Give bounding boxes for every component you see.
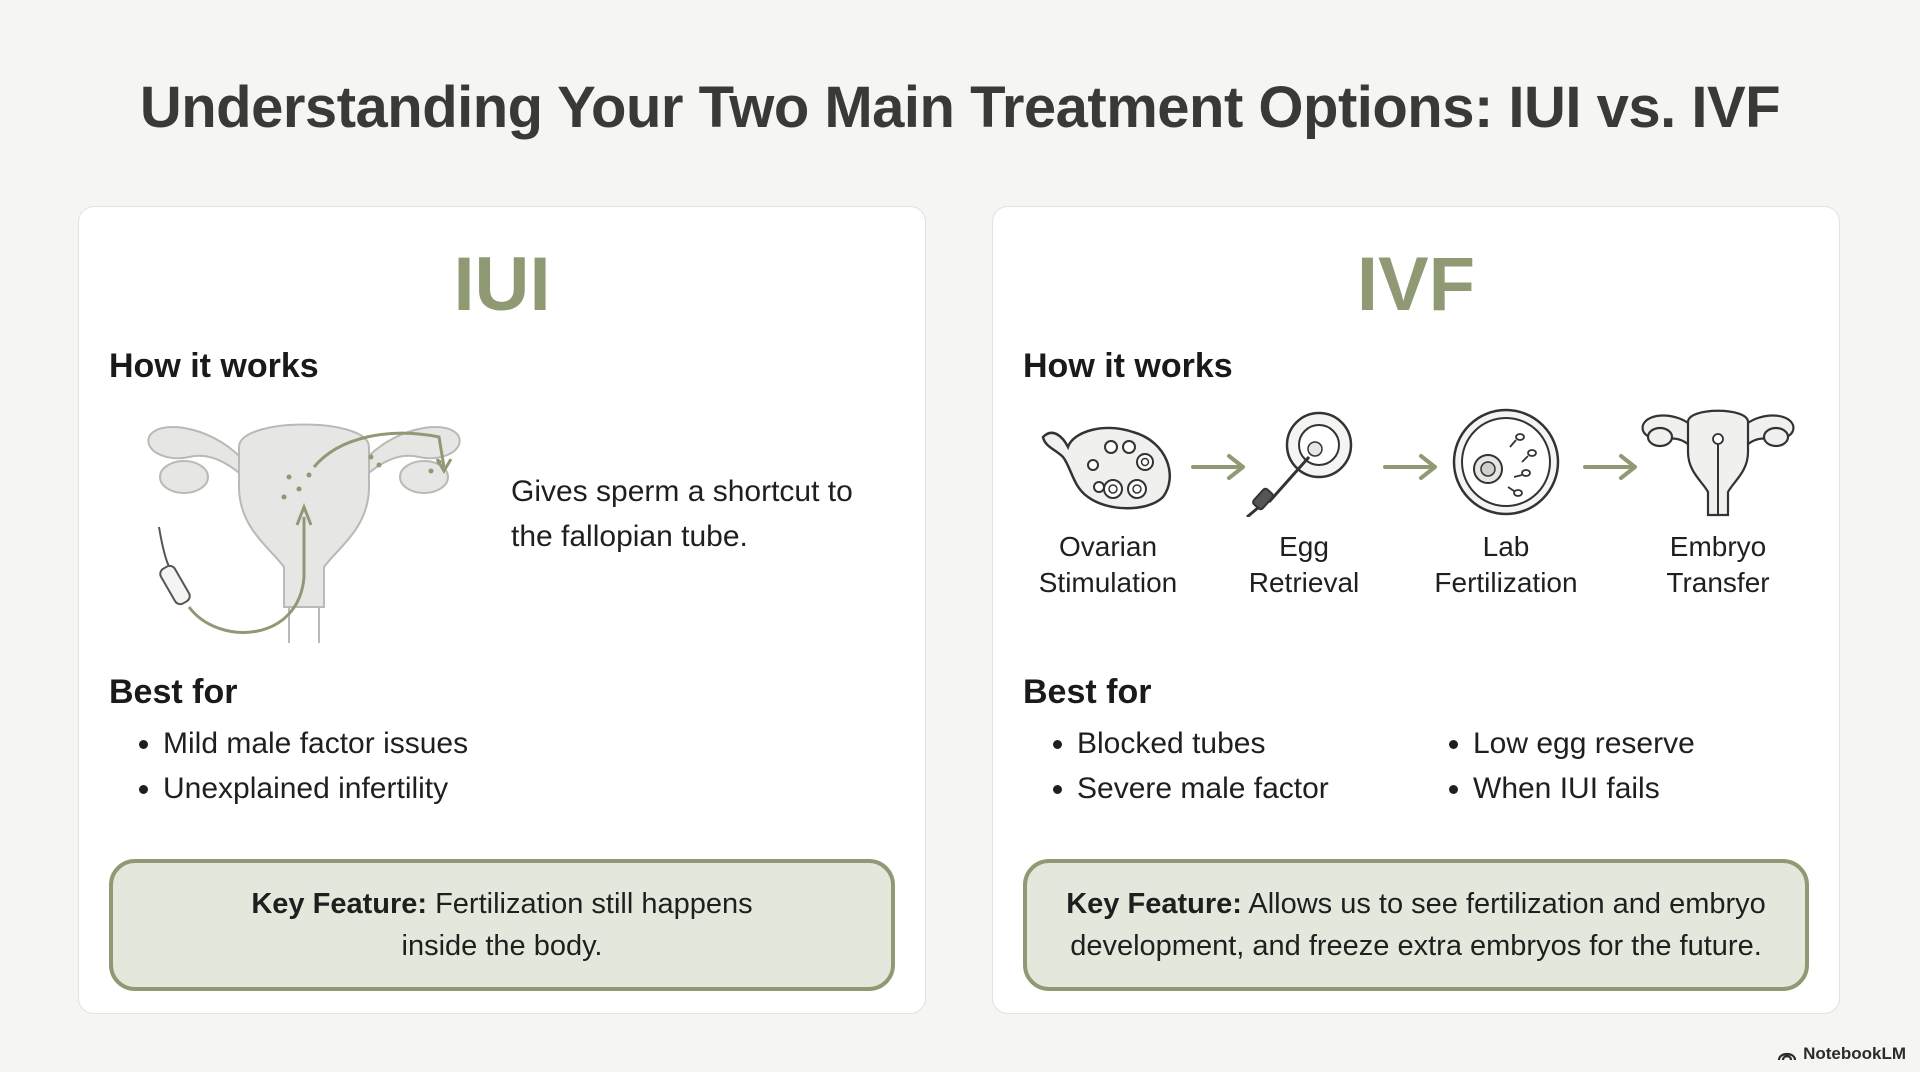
ivf-step-label-line2: Transfer: [1666, 567, 1770, 598]
brand-watermark: NotebookLM: [1777, 1044, 1906, 1064]
uterus-catheter-icon: [147, 423, 461, 643]
ivf-step-lab-fertilization: Lab Fertilization: [1421, 407, 1591, 601]
ivf-how-heading: How it works: [1023, 347, 1233, 385]
uterus-icon: [1641, 409, 1795, 517]
ivf-step-label-line2: Stimulation: [1038, 567, 1178, 598]
iui-card: IUI How it works Gives: [78, 206, 926, 1014]
ivf-key-feature-box: Key Feature: Allows us to see fertilizat…: [1023, 859, 1809, 991]
ovary-icon: [1041, 426, 1171, 510]
page-title: Understanding Your Two Main Treatment Op…: [139, 75, 1781, 140]
ivf-best-for-list-2: Low egg reserve When IUI fails: [1443, 721, 1695, 811]
notebooklm-logo-icon: [1777, 1052, 1797, 1061]
ivf-step-label-line1: Ovarian: [1058, 531, 1158, 562]
brand-name: NotebookLM: [1803, 1044, 1906, 1063]
list-item: Mild male factor issues: [133, 721, 468, 766]
ivf-title: IVF: [1356, 242, 1476, 327]
arrow-right-icon: [1383, 454, 1437, 480]
ivf-best-for-list-1: Blocked tubes Severe male factor: [1047, 721, 1329, 811]
list-item: Blocked tubes: [1047, 721, 1329, 766]
ivf-key-label: Key Feature:: [1066, 888, 1242, 920]
ivf-key-text: Allows us to see fertilization and embry…: [1070, 888, 1766, 962]
iui-key-feature-box: Key Feature: Fertilization still happens…: [109, 859, 895, 991]
petri-dish-icon: [1452, 408, 1560, 516]
iui-key-label: Key Feature:: [251, 888, 428, 920]
egg-retrieval-icon: [1246, 411, 1353, 517]
ivf-step-embryo-transfer: Embryo Transfer: [1633, 407, 1803, 601]
iui-title: IUI: [453, 242, 551, 327]
list-item: Unexplained infertility: [133, 766, 468, 811]
arrow-right-icon: [1583, 454, 1637, 480]
iui-how-heading: How it works: [109, 347, 319, 385]
iui-key-text: Fertilization still happens inside the b…: [401, 888, 753, 962]
ivf-step-label-line2: Retrieval: [1248, 567, 1360, 598]
list-item: When IUI fails: [1443, 766, 1695, 811]
ivf-card: IVF How it works Ovarian Stimulation: [992, 206, 1840, 1014]
ivf-step-label-line1: Embryo: [1669, 531, 1767, 562]
ivf-step-label-line2: Fertilization: [1434, 567, 1578, 598]
arrow-right-icon: [1191, 454, 1245, 480]
ivf-step-egg-retrieval: Egg Retrieval: [1229, 407, 1379, 601]
list-item: Severe male factor: [1047, 766, 1329, 811]
ivf-step-ovarian-stimulation: Ovarian Stimulation: [1023, 407, 1193, 601]
list-item: Low egg reserve: [1443, 721, 1695, 766]
ivf-step-label-line1: Lab: [1482, 531, 1530, 562]
iui-best-for-list: Mild male factor issues Unexplained infe…: [133, 721, 468, 811]
iui-description: Gives sperm a shortcut to the fallopian …: [511, 475, 853, 553]
iui-best-heading: Best for: [109, 673, 238, 711]
ivf-step-label-line1: Egg: [1279, 531, 1329, 562]
ivf-best-heading: Best for: [1023, 673, 1152, 711]
